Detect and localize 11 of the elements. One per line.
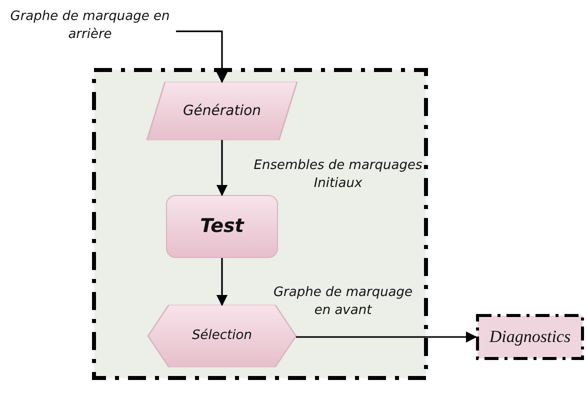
- node-label: Test: [200, 214, 244, 239]
- node-label: Sélection: [192, 327, 252, 345]
- node-label: Génération: [182, 102, 262, 120]
- edge-label: Graphe de marquage en avant: [272, 284, 414, 320]
- edge-label: Ensembles de marquages Initiaux: [252, 157, 424, 194]
- input-label: Graphe de marquage en arrière: [9, 8, 171, 44]
- arrow: [176, 30, 228, 84]
- arrow: [216, 258, 228, 306]
- node-label: Diagnostics: [489, 326, 571, 348]
- arrow: [216, 140, 228, 196]
- arrow: [296, 331, 478, 343]
